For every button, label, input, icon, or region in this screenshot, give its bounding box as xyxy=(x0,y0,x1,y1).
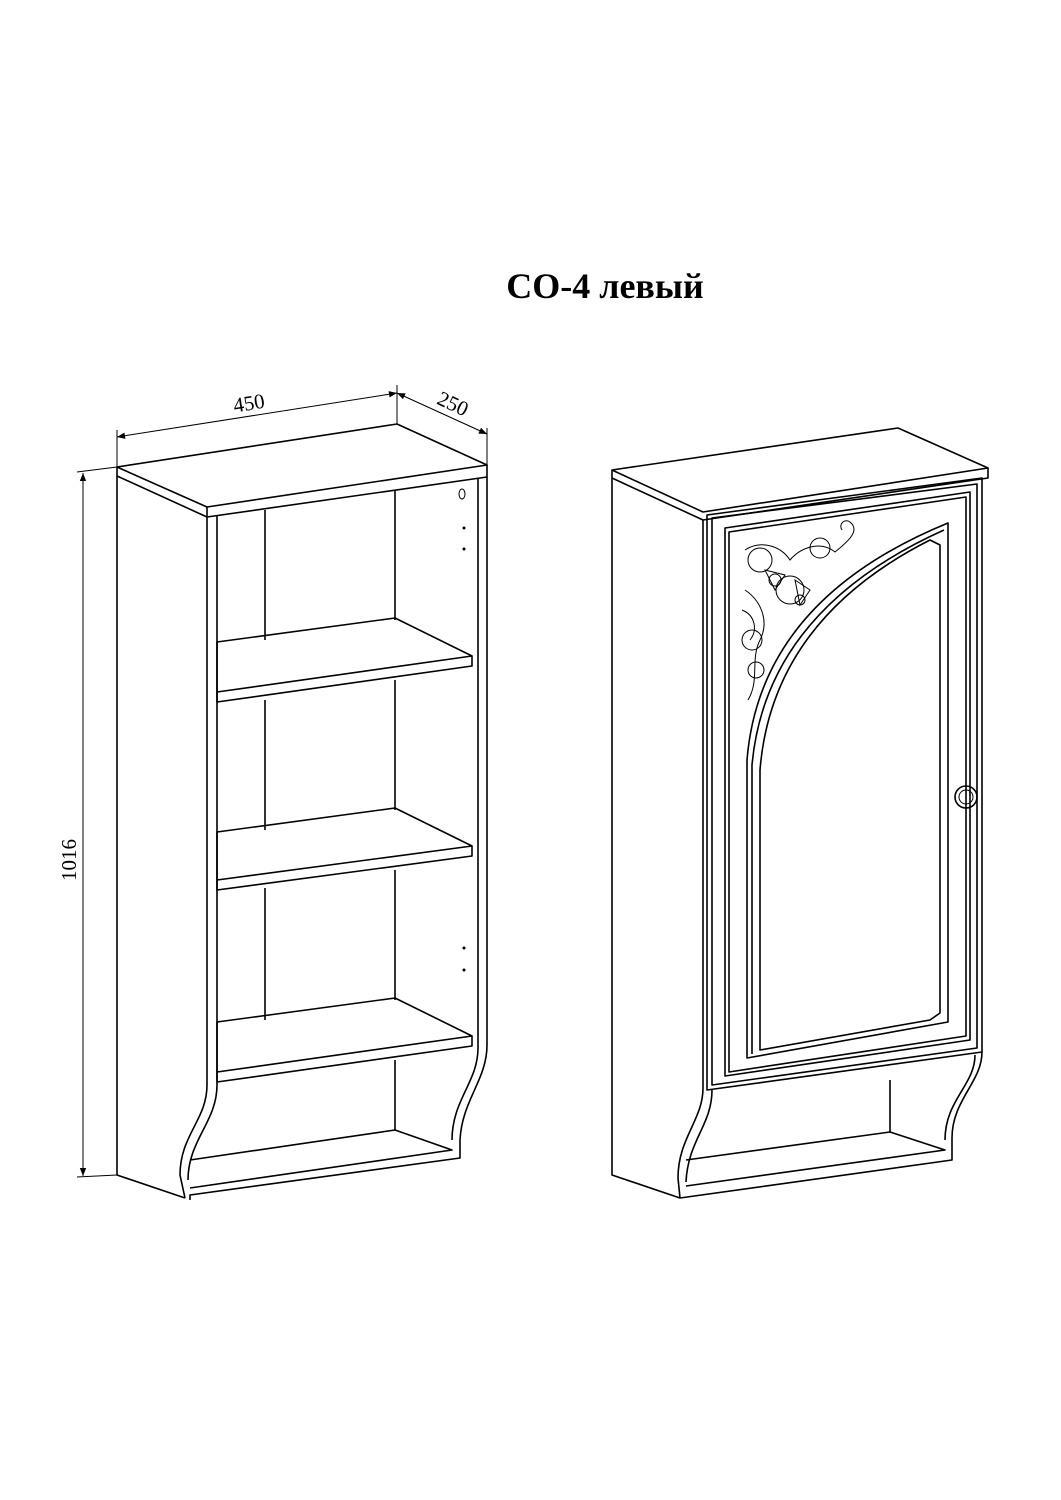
height-label: 1016 xyxy=(57,839,81,881)
dimension-width: 450 xyxy=(116,385,398,467)
closed-cabinet-view xyxy=(611,427,989,1199)
width-label: 450 xyxy=(231,389,266,418)
depth-label: 250 xyxy=(434,386,473,421)
door-knob xyxy=(954,785,978,809)
dimension-depth: 250 xyxy=(396,386,488,465)
carved-ornament xyxy=(741,520,855,701)
cabinet-door xyxy=(706,477,983,1091)
dimension-height: 1016 xyxy=(57,466,118,1178)
open-cabinet-view: 450 250 1016 xyxy=(57,385,488,1200)
drawing-title: СО-4 левый xyxy=(506,266,703,306)
shelves xyxy=(189,617,473,1189)
